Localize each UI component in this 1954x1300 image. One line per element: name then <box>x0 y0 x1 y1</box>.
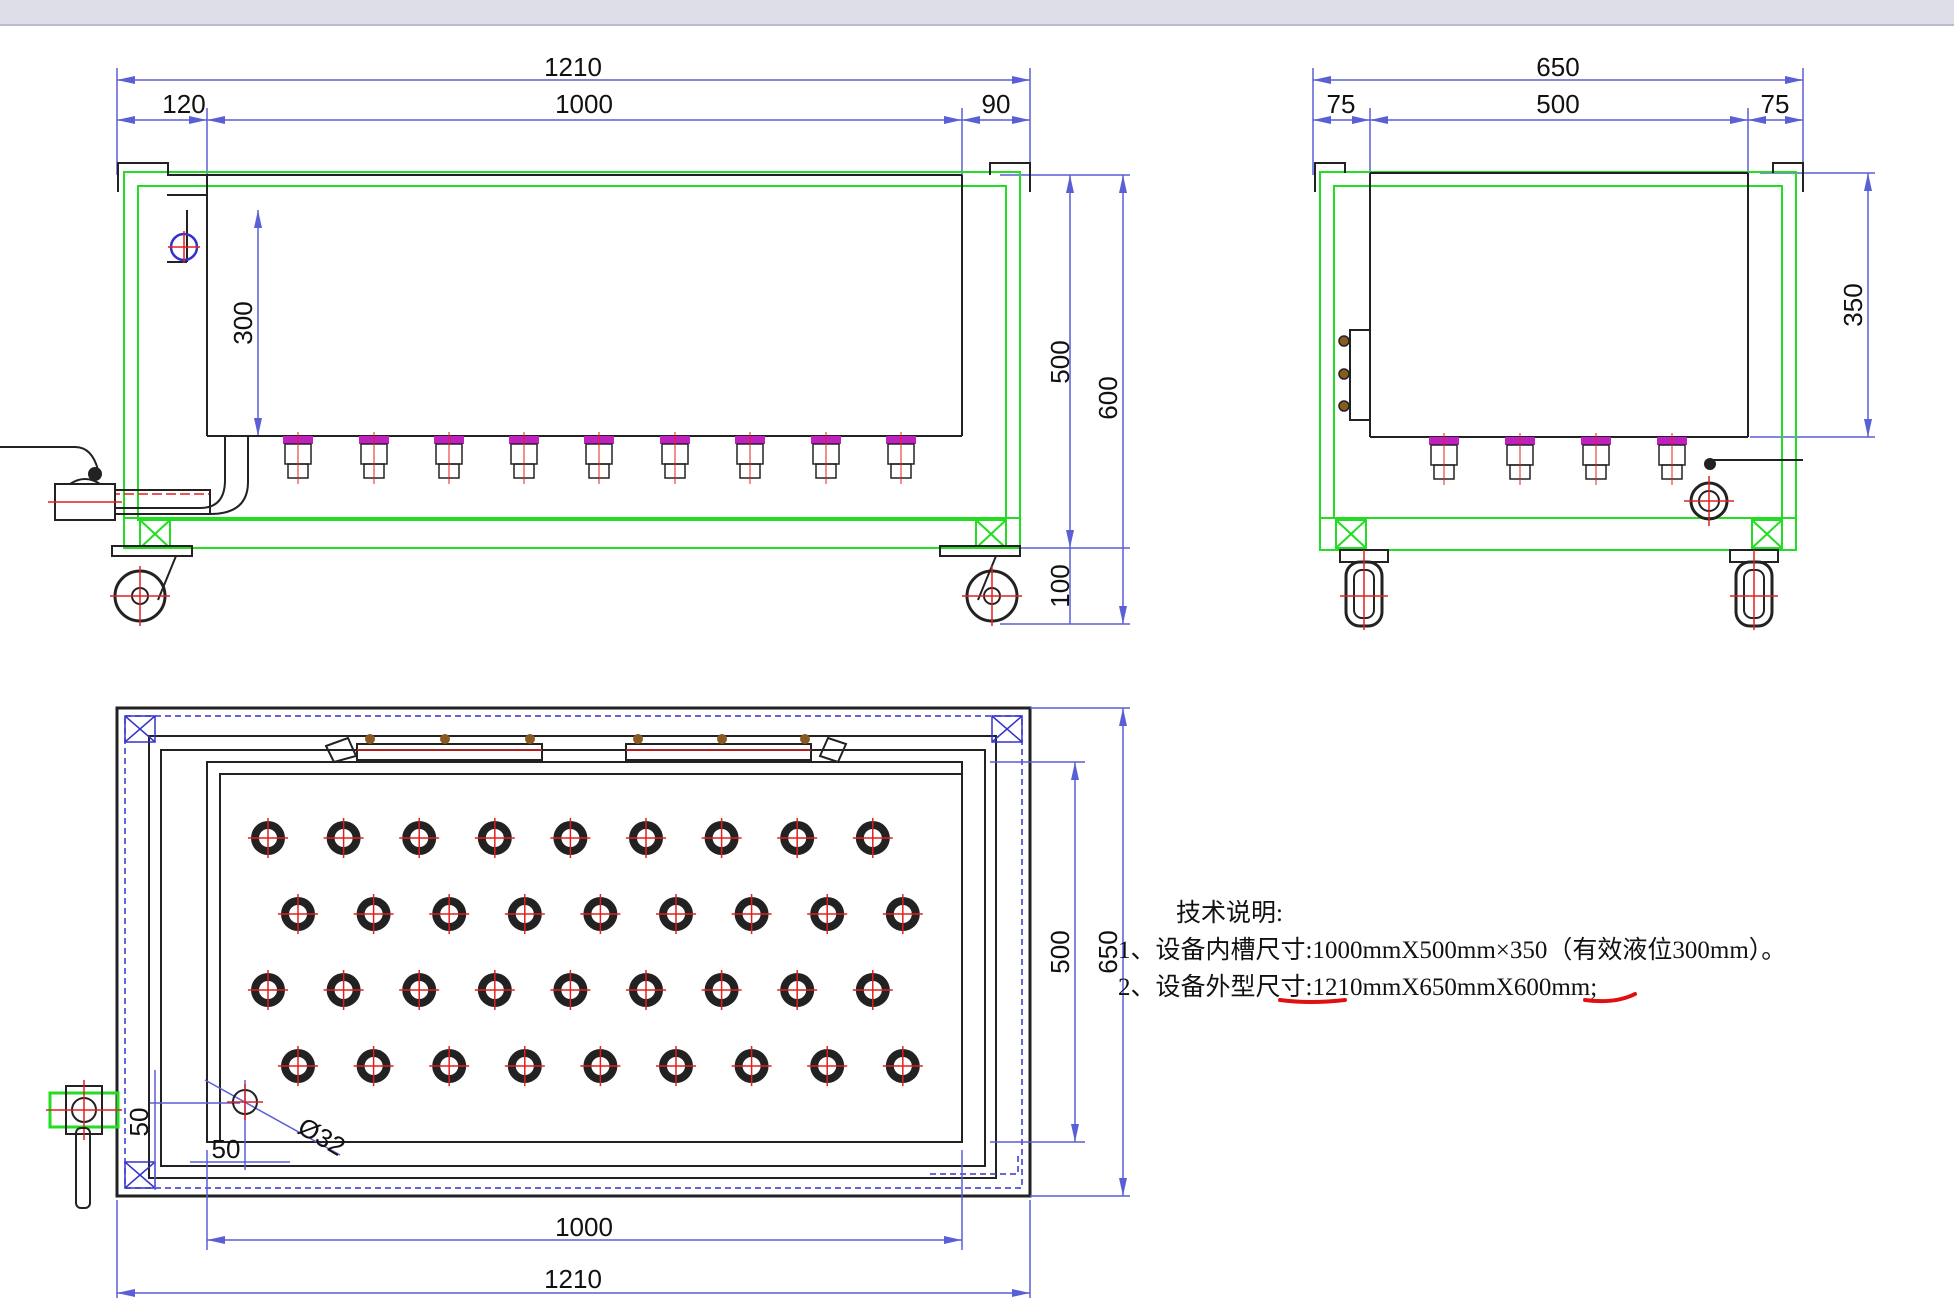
front-dim-overall-width: 1210 <box>544 52 602 82</box>
notes-line-2: 2、设备外型尺寸:1210mmX650mmX600mm; <box>1118 974 1598 1001</box>
plan-heater-icon <box>731 894 772 934</box>
front-caster-left-icon <box>110 545 193 626</box>
plan-drain-hole-icon <box>227 1084 263 1120</box>
plan-heater-icon <box>504 894 545 934</box>
plan-heater-icon <box>777 970 818 1010</box>
plan-dim-inner-depth: 500 <box>1045 930 1075 973</box>
plan-heater-icon <box>323 970 364 1010</box>
plan-heater-icon <box>550 970 591 1010</box>
front-dimension-lines <box>116 68 1130 625</box>
front-dim-inner-width: 1000 <box>555 89 613 119</box>
front-tank-outline <box>117 162 1031 437</box>
side-dim-inner-width: 500 <box>1536 89 1579 119</box>
plan-heater-icon <box>429 1046 470 1086</box>
front-dim-right-offset: 90 <box>982 89 1011 119</box>
front-dim-overall-height: 600 <box>1093 376 1123 419</box>
plan-heater-icon <box>656 894 696 934</box>
plan-heater-grid <box>248 818 923 1086</box>
side-dim-height: 350 <box>1838 283 1868 326</box>
notes-line-1: 1、设备内槽尺寸:1000mmX500mm×350（有效液位300mm）。 <box>1118 937 1787 964</box>
front-drain-pipe <box>109 436 249 515</box>
side-dim-left-offset: 75 <box>1327 89 1356 119</box>
plan-heater-icon <box>399 818 440 858</box>
front-dim-leg-height: 100 <box>1045 564 1075 607</box>
side-dimension-lines <box>1312 68 1875 438</box>
plan-heater-icon <box>323 818 364 858</box>
side-dim-overall-width: 650 <box>1536 52 1579 82</box>
side-dimension-arrows <box>1313 76 1872 437</box>
plan-heater-icon <box>399 970 440 1010</box>
plan-heater-icon <box>807 1046 848 1086</box>
plan-heater-icon <box>474 818 515 858</box>
plan-dim-overall-width: 1210 <box>544 1264 602 1294</box>
plan-heater-icon <box>807 894 848 934</box>
plan-view: 1000 1210 500 650 50 50 Ø32 <box>46 706 1130 1298</box>
plan-dimension-arrows <box>117 708 1127 1297</box>
plan-heater-icon <box>353 894 394 934</box>
plan-heater-icon <box>248 970 288 1010</box>
plan-heater-icon <box>882 1046 923 1086</box>
side-view: 650 75 500 75 350 <box>1312 52 1875 630</box>
plan-frame-dashed <box>124 715 1023 1189</box>
plan-heater-icon <box>278 1046 318 1086</box>
plan-heater-icon <box>777 818 818 858</box>
side-tank-outline <box>1314 162 1804 438</box>
plan-dim-offset-y: 50 <box>124 1108 154 1137</box>
front-view: 1210 120 1000 90 300 500 600 100 <box>0 52 1130 626</box>
plan-heater-icon <box>504 1046 545 1086</box>
side-ball-valve-icon <box>1684 458 1803 526</box>
viewer-toolbar <box>0 0 1954 26</box>
notes-title: 技术说明: <box>1176 900 1283 927</box>
plan-dim-overall-depth: 650 <box>1093 930 1123 973</box>
front-dim-inner-height: 500 <box>1045 340 1075 383</box>
plan-heater-icon <box>701 818 742 858</box>
front-frame <box>123 171 1021 549</box>
plan-heater-icon <box>852 970 893 1010</box>
front-dim-liquid-level: 300 <box>228 301 258 344</box>
plan-heater-icon <box>580 1046 621 1086</box>
side-caster-left-icon <box>1339 549 1389 630</box>
technical-notes: 技术说明: 1、设备内槽尺寸:1000mmX500mm×350（有效液位300m… <box>1118 895 1786 1006</box>
plan-side-valve-icon <box>46 1080 122 1209</box>
plan-outline <box>115 706 1032 1198</box>
plan-bolt-bars <box>324 734 848 764</box>
plan-heater-icon <box>626 818 666 858</box>
side-dim-right-offset: 75 <box>1761 89 1790 119</box>
plan-heater-icon <box>474 970 515 1010</box>
plan-dim-drain-diameter: Ø32 <box>293 1111 351 1162</box>
plan-corner-marks <box>124 715 1023 1189</box>
front-ball-valve-icon <box>0 446 122 521</box>
side-bolts <box>1338 335 1350 412</box>
note-highlight-marks <box>1278 992 1637 1004</box>
plan-heater-icon <box>626 970 666 1010</box>
plan-heater-icon <box>580 894 621 934</box>
plan-heater-icon <box>248 818 288 858</box>
plan-dim-inner-width: 1000 <box>555 1212 613 1242</box>
plan-heater-icon <box>278 894 318 934</box>
plan-dim-offset-x: 50 <box>212 1134 241 1164</box>
front-dimension-arrows <box>117 76 1127 624</box>
front-caster-right-icon <box>939 545 1022 626</box>
plan-heater-icon <box>701 970 742 1010</box>
side-heaters <box>1429 433 1687 485</box>
plan-heater-icon <box>656 1046 696 1086</box>
plan-heater-icon <box>353 1046 394 1086</box>
plan-heater-icon <box>429 894 470 934</box>
plan-heater-icon <box>882 894 923 934</box>
front-heaters <box>283 432 916 484</box>
plan-heater-icon <box>731 1046 772 1086</box>
plan-heater-icon <box>550 818 591 858</box>
plan-dimension-lines <box>116 707 1130 1298</box>
front-level-sensor-icon <box>168 231 200 263</box>
front-dim-left-offset: 120 <box>162 89 205 119</box>
side-caster-right-icon <box>1729 549 1779 630</box>
plan-heater-icon <box>852 818 893 858</box>
